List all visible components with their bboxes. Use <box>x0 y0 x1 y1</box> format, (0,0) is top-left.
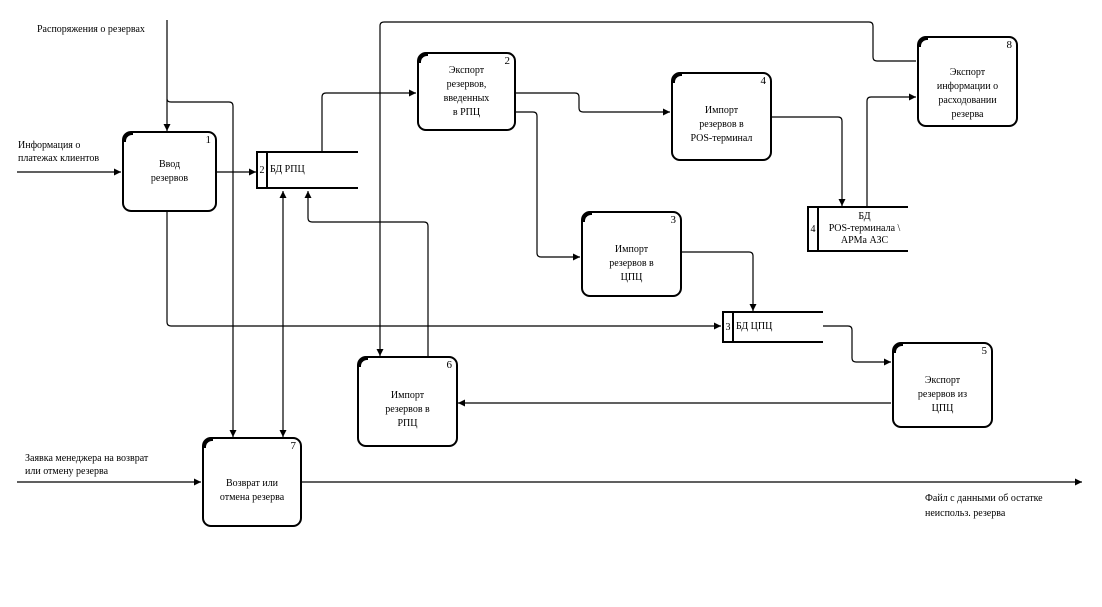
label-line: или отмену резерва <box>25 466 109 477</box>
process-1[interactable]: 1 Ввод резервов <box>122 131 217 212</box>
flow-store-2-to-process-2 <box>321 89 416 152</box>
flow-process-3-to-store-3 <box>681 251 757 311</box>
label-line: неиспольз. резерва <box>925 508 1006 519</box>
process-label-line: РПЦ <box>397 418 418 429</box>
process-label-line: Экспорт <box>448 65 485 76</box>
process-number: 2 <box>504 55 511 67</box>
process-corner <box>123 132 133 142</box>
process-label-line: резервов, <box>446 79 487 90</box>
process-corner <box>418 53 428 63</box>
process-label-line: Экспорт <box>949 67 986 78</box>
process-label-line: ЦПЦ <box>931 403 954 414</box>
store-4[interactable]: 4 БД POS-терминала \ АРМа АЗС <box>807 206 908 252</box>
process-3[interactable]: 3 Импорт резервов в ЦПЦ <box>581 211 682 297</box>
flow-orders-to-process-7 <box>166 98 237 437</box>
store-label-line: БД <box>858 211 871 222</box>
flow-store-4-to-process-8 <box>866 93 916 206</box>
process-label-line: POS-терминал <box>690 133 753 144</box>
flow-process-8-to-process-6 <box>376 21 916 356</box>
process-label-line: в РПЦ <box>452 107 481 118</box>
process-2[interactable]: 2 Экспорт резервов, введенных в РПЦ <box>417 52 516 131</box>
external-label-output-file: Файл с данными об остатке неиспольз. рез… <box>925 491 1043 521</box>
process-label-line: резерва <box>951 109 984 120</box>
external-label-orders: Распоряжения о резервах <box>37 24 145 35</box>
process-label-line: введенных <box>443 93 490 104</box>
process-label-line: Экспорт <box>924 375 961 386</box>
flow-process-1-to-store-3 <box>166 211 721 330</box>
store-label: БД РПЦ <box>270 164 305 175</box>
process-corner <box>893 343 903 353</box>
process-4[interactable]: 4 Импорт резервов в POS-терминал <box>671 72 772 161</box>
store-label: БД ЦПЦ <box>736 321 773 332</box>
store-id: 3 <box>724 313 734 341</box>
store-label-line: POS-терминала \ <box>828 223 901 234</box>
process-number: 4 <box>760 75 767 87</box>
process-label-line: резервов в <box>699 119 744 130</box>
label-line: платежах клиентов <box>18 153 100 164</box>
store-id: 4 <box>809 208 819 250</box>
label-line: Заявка менеджера на возврат <box>25 453 149 464</box>
process-label-line: резервов в <box>609 258 654 269</box>
process-corner <box>203 438 213 448</box>
process-corner <box>582 212 592 222</box>
process-label-line: расходовании <box>938 95 997 106</box>
store-label: БД POS-терминала \ АРМа АЗС <box>821 208 908 250</box>
process-label-line: ЦПЦ <box>620 272 643 283</box>
process-label-line: резервов в <box>385 404 430 415</box>
process-label-line: Возврат или <box>225 478 279 489</box>
process-number: 1 <box>205 134 212 146</box>
process-label-line: отмена резерва <box>219 492 285 503</box>
process-6[interactable]: 6 Импорт резервов в РПЦ <box>357 356 458 447</box>
external-label-manager-request: Заявка менеджера на возврат или отмену р… <box>25 452 148 478</box>
process-number: 7 <box>290 440 297 452</box>
process-8[interactable]: 8 Экспорт информации о расходовании резе… <box>917 36 1018 127</box>
label-line: Файл с данными об остатке <box>925 493 1043 504</box>
process-corner <box>672 73 682 83</box>
process-label-line: резервов <box>150 173 189 184</box>
process-label-line: Импорт <box>390 390 425 401</box>
process-7[interactable]: 7 Возврат или отмена резерва <box>202 437 302 527</box>
process-5[interactable]: 5 Экспорт резервов из ЦПЦ <box>892 342 993 428</box>
process-label-line: информации о <box>936 81 999 92</box>
store-3[interactable]: 3 БД ЦПЦ <box>722 311 823 343</box>
process-number: 8 <box>1006 39 1013 51</box>
flow-process-6-to-store-2 <box>304 191 429 356</box>
store-2[interactable]: 2 БД РПЦ <box>256 151 358 189</box>
process-label-line: резервов из <box>917 389 968 400</box>
process-label-line: Импорт <box>704 105 739 116</box>
flow-process-4-to-store-4 <box>771 116 846 206</box>
external-label-payments: Информация о платежах клиентов <box>18 139 99 165</box>
process-number: 5 <box>981 345 988 357</box>
store-label-line: АРМа АЗС <box>840 235 889 246</box>
process-number: 3 <box>670 214 677 226</box>
flow-store-3-to-process-5 <box>822 325 891 366</box>
process-number: 6 <box>446 359 453 371</box>
flow-process-2-to-process-4 <box>515 92 670 116</box>
store-id: 2 <box>258 153 268 187</box>
flow-process-2-to-process-3 <box>515 111 580 261</box>
process-corner <box>358 357 368 367</box>
process-label-line: Ввод <box>158 159 181 170</box>
process-label-line: Импорт <box>614 244 649 255</box>
process-corner <box>918 37 928 47</box>
label-line: Информация о <box>18 140 81 151</box>
